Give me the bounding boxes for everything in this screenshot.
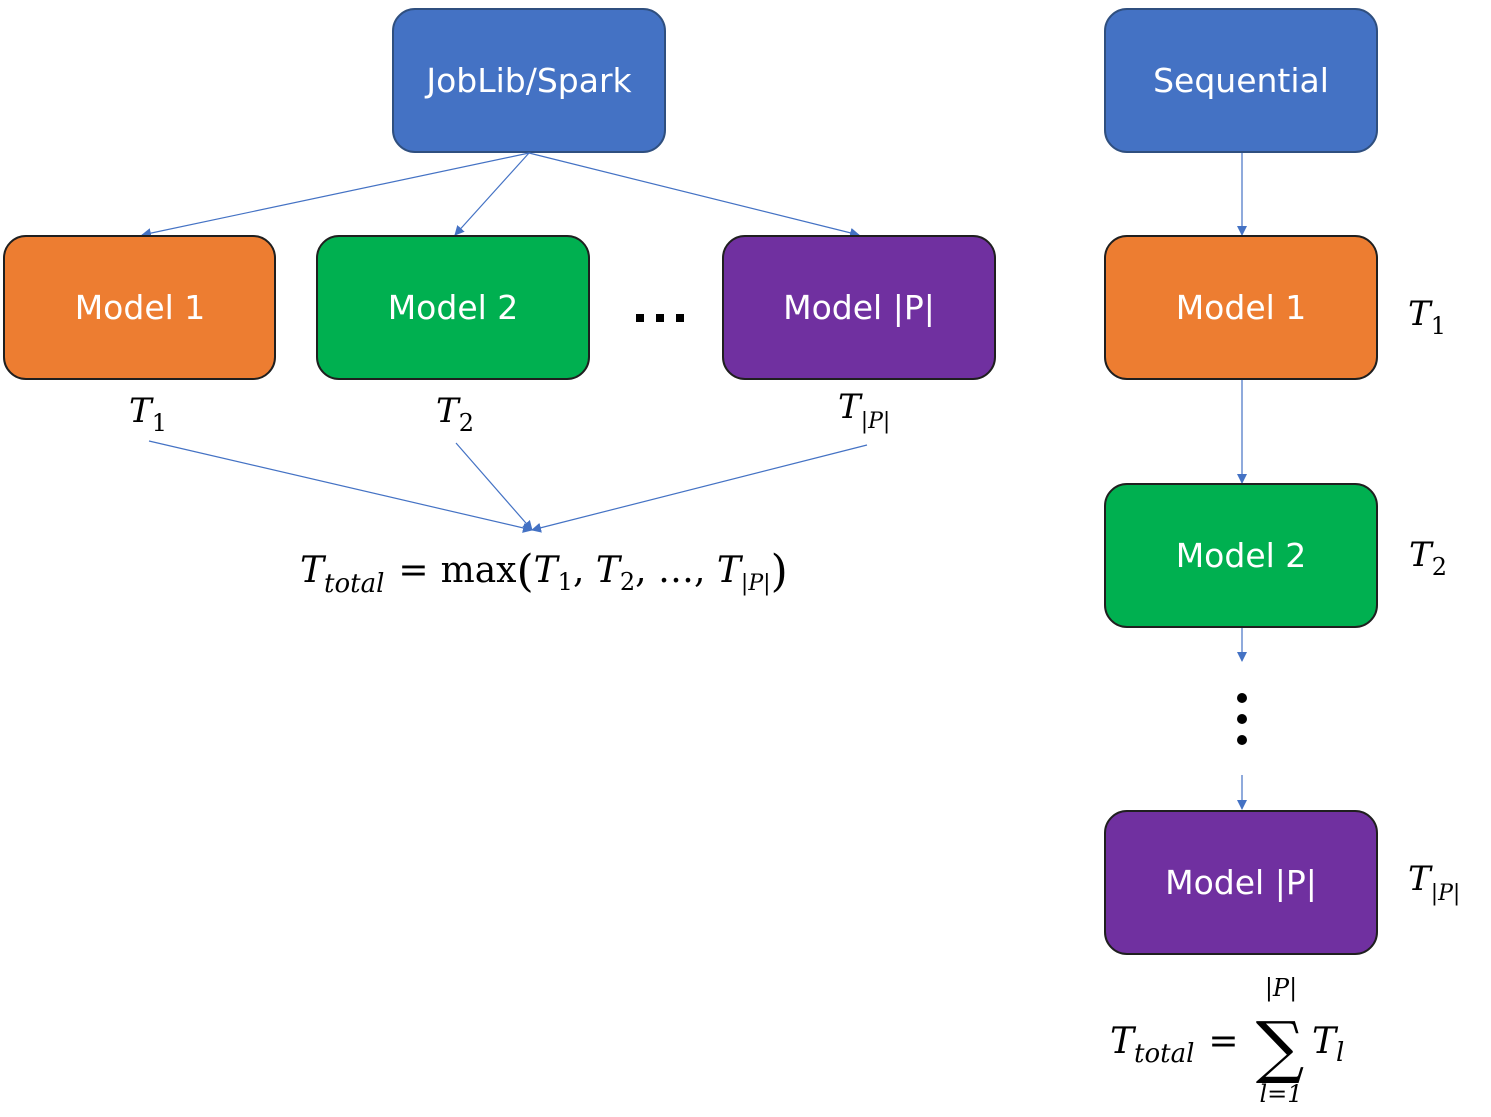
sequential-time-p: T|P| <box>1408 859 1460 906</box>
sequential-model-1-label: Model 1 <box>1176 288 1307 327</box>
sequential-time-1: T1 <box>1408 294 1446 340</box>
sum-lower-limit: l=1 <box>1259 1080 1302 1108</box>
arrow-root-to-model-2 <box>454 152 530 236</box>
sequential-model-p-label: Model |P| <box>1165 863 1317 902</box>
parallel-model-1-node: Model 1 <box>3 235 276 380</box>
parallel-model-1-label: Model 1 <box>75 288 206 327</box>
arrow-time-1-to-formula <box>148 440 533 533</box>
sequential-diagram: Sequential Model 1 T1 Model 2 T2 Model |… <box>1104 8 1460 1108</box>
parallel-ellipsis <box>636 314 684 322</box>
parallel-model-2-label: Model 2 <box>388 288 519 327</box>
sequential-time-2: T2 <box>1409 535 1447 581</box>
svg-text:Ttotal=: Ttotal= <box>1110 1021 1239 1069</box>
arrow-root-to-model-1 <box>141 152 530 239</box>
sum-term: Tl <box>1312 1021 1344 1068</box>
parallel-model-2-node: Model 2 <box>316 235 590 380</box>
parallel-model-p-label: Model |P| <box>783 288 935 327</box>
sequential-model-p-node: Model |P| <box>1104 810 1378 955</box>
sequential-total-formula: Ttotal= ∑ |P| l=1 Tl <box>1110 974 1344 1108</box>
arrow-time-p-to-formula <box>531 444 868 533</box>
sum-symbol: ∑ <box>1256 1008 1305 1087</box>
sequential-ellipsis <box>1237 693 1247 745</box>
parallel-time-2: T2 <box>436 391 474 437</box>
arrow-time-2-to-formula <box>455 442 533 531</box>
sequential-model-2-label: Model 2 <box>1176 536 1307 575</box>
sequential-model-2-node: Model 2 <box>1104 483 1378 628</box>
sequential-root-node: Sequential <box>1104 8 1378 153</box>
parallel-diagram: JobLib/Spark Model 1 Model 2 Model |P| T… <box>3 8 996 599</box>
parallel-time-1: T1 <box>129 391 167 437</box>
parallel-time-p: T|P| <box>838 387 890 434</box>
arrow-root-to-model-p <box>528 152 860 238</box>
joblib-spark-node: JobLib/Spark <box>392 8 666 153</box>
parallel-model-p-node: Model |P| <box>722 235 996 380</box>
joblib-spark-label: JobLib/Spark <box>424 61 632 100</box>
parallel-total-formula: Ttotal=max(T1, T2, …, T|P|) <box>300 546 788 599</box>
sequential-root-label: Sequential <box>1153 61 1329 100</box>
sum-upper-limit: |P| <box>1265 974 1297 1003</box>
sequential-model-1-node: Model 1 <box>1104 235 1378 380</box>
